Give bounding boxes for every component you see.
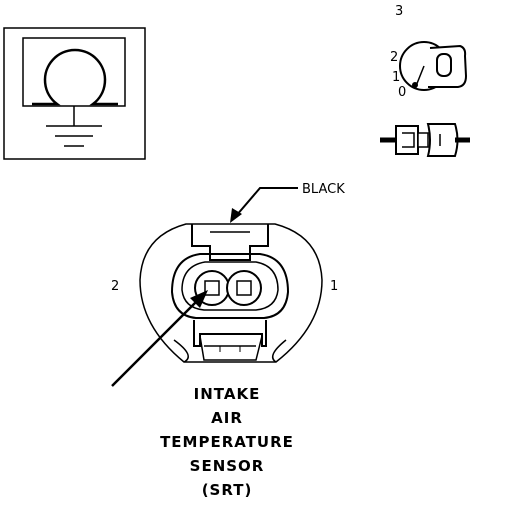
pin-pointer-arrow (111, 290, 208, 387)
ignition-key-switch-icon: 3 2 1 0 (390, 4, 468, 100)
key-position-3: 3 (395, 4, 403, 19)
sensor-title: INTAKE AIR TEMPERATURE SENSOR (SRT) (160, 385, 294, 499)
title-line-2: AIR (211, 409, 243, 427)
title-line-1: INTAKE (194, 385, 261, 403)
key-position-0: 0 (398, 85, 406, 100)
title-line-3: TEMPERATURE (160, 433, 294, 451)
pin-label-2: 2 (111, 279, 119, 294)
wire-color-label: BLACK (302, 182, 345, 197)
ohmmeter-ground-icon (3, 27, 146, 160)
wire-color-callout: BLACK (230, 182, 345, 223)
title-line-5: (SRT) (202, 481, 253, 499)
key-position-1: 1 (392, 70, 400, 85)
connector-plug-icon (380, 123, 470, 157)
sensor-connector-face (139, 223, 323, 363)
key-position-2: 2 (390, 50, 398, 65)
title-line-4: SENSOR (190, 457, 265, 475)
pin-label-1: 1 (330, 279, 338, 294)
